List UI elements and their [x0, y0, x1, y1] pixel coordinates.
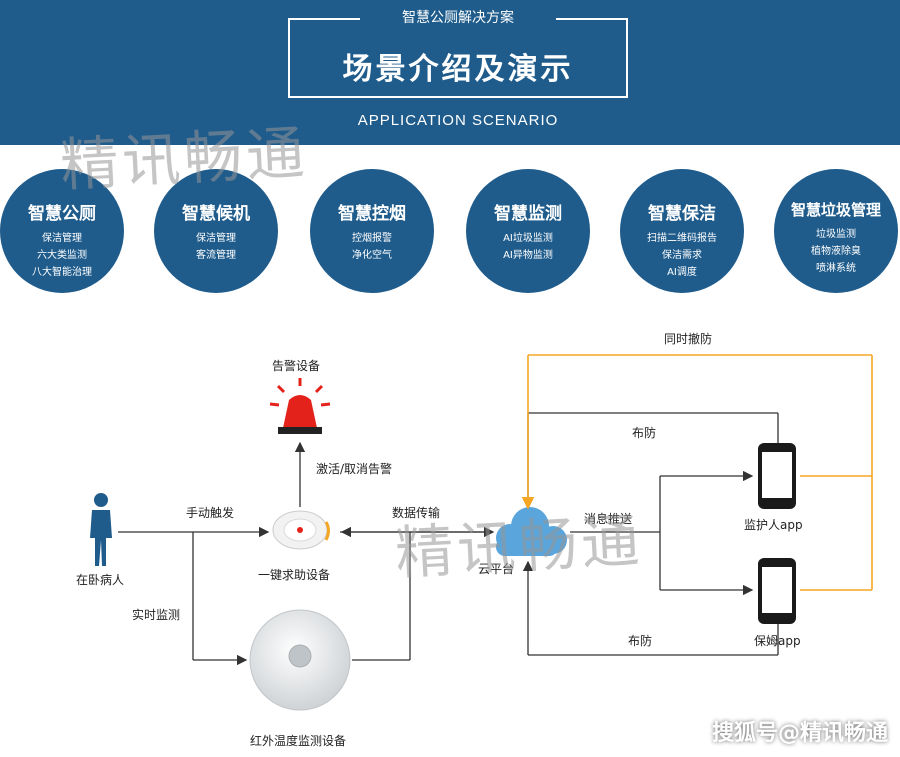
header-title: 场景介绍及演示	[342, 52, 574, 87]
scenario-title: 智慧控烟	[338, 204, 406, 224]
infrared-device-label: 红外温度监测设备	[250, 734, 347, 748]
guardian-app-label: 监护人app	[744, 518, 803, 532]
manual-trigger-label: 手动触发	[186, 506, 235, 520]
scenario-title: 智慧公厕	[28, 204, 96, 224]
scenario-smart-smoke: 智慧控烟 控烟报警 净化空气	[310, 169, 434, 293]
scenario-line: 保洁需求	[662, 250, 702, 261]
patient-icon	[90, 493, 112, 566]
infrared-sensor-icon	[249, 609, 351, 711]
arm-top-label: 布防	[632, 426, 657, 440]
cloud-icon	[496, 507, 567, 556]
scenario-line: 控烟报警	[352, 233, 392, 244]
scenario-line: 六大类监测	[37, 250, 87, 261]
scenario-line: 保洁管理	[196, 233, 236, 244]
scenario-line: AI垃圾监测	[503, 233, 553, 244]
patient-label: 在卧病人	[76, 573, 125, 587]
realtime-monitor-label: 实时监测	[132, 608, 181, 622]
scenario-title: 智慧保洁	[648, 204, 716, 224]
phone-icon	[758, 558, 796, 624]
scenario-title: 智慧候机	[182, 204, 250, 224]
header-subtitle: 智慧公厕解决方案	[360, 8, 556, 28]
scenario-smart-cleaning: 智慧保洁 扫描二维码报告 保洁需求 AI调度	[620, 169, 744, 293]
scenario-title: 智慧垃圾管理	[790, 201, 881, 219]
cloud-label: 云平台	[478, 562, 515, 576]
scenario-line: AI调度	[667, 267, 697, 278]
scenario-line: 扫描二维码报告	[647, 233, 717, 244]
watermark: 精讯畅通	[58, 118, 310, 200]
activate-cancel-label: 激活/取消告警	[316, 462, 393, 476]
nanny-app-label: 保姆app	[754, 634, 801, 648]
phone-icon	[758, 443, 796, 509]
scenario-line: 喷淋系统	[816, 263, 856, 274]
source-credit: 搜狐号@精讯畅通	[711, 721, 888, 746]
arm-bottom-label: 布防	[628, 634, 653, 648]
scenario-line: 八大智能治理	[32, 267, 92, 278]
scenario-smart-waiting: 智慧候机 保洁管理 客流管理	[154, 169, 278, 293]
header-banner: 智慧公厕解决方案 场景介绍及演示 APPLICATION SCENARIO	[0, 0, 900, 145]
data-transfer-label: 数据传输	[392, 506, 441, 520]
scenario-smart-monitor: 智慧监测 AI垃圾监测 AI异物监测	[466, 169, 590, 293]
sos-button-icon	[272, 510, 330, 550]
disarm-all-label: 同时撤防	[664, 332, 713, 346]
scenario-line: AI异物监测	[503, 250, 553, 261]
header-english: APPLICATION SCENARIO	[357, 112, 559, 129]
message-push-label: 消息推送	[584, 512, 633, 526]
sos-device-label: 一键求助设备	[258, 568, 331, 582]
alarm-device-label: 告警设备	[272, 359, 321, 373]
scenario-line: 客流管理	[196, 250, 236, 261]
scenario-title: 智慧监测	[494, 204, 562, 224]
scenario-line: 净化空气	[352, 250, 392, 261]
scenario-line: 植物液除臭	[811, 246, 861, 257]
scenario-smart-garbage: 智慧垃圾管理 垃圾监测 植物液除臭 喷淋系统	[774, 169, 898, 293]
alarm-light-icon	[269, 378, 331, 434]
scenario-line: 垃圾监测	[816, 229, 856, 240]
scenario-smart-toilet: 智慧公厕 保洁管理 六大类监测 八大智能治理	[0, 169, 124, 293]
scenario-line: 保洁管理	[42, 233, 82, 244]
watermark: 精讯畅通	[393, 506, 645, 588]
